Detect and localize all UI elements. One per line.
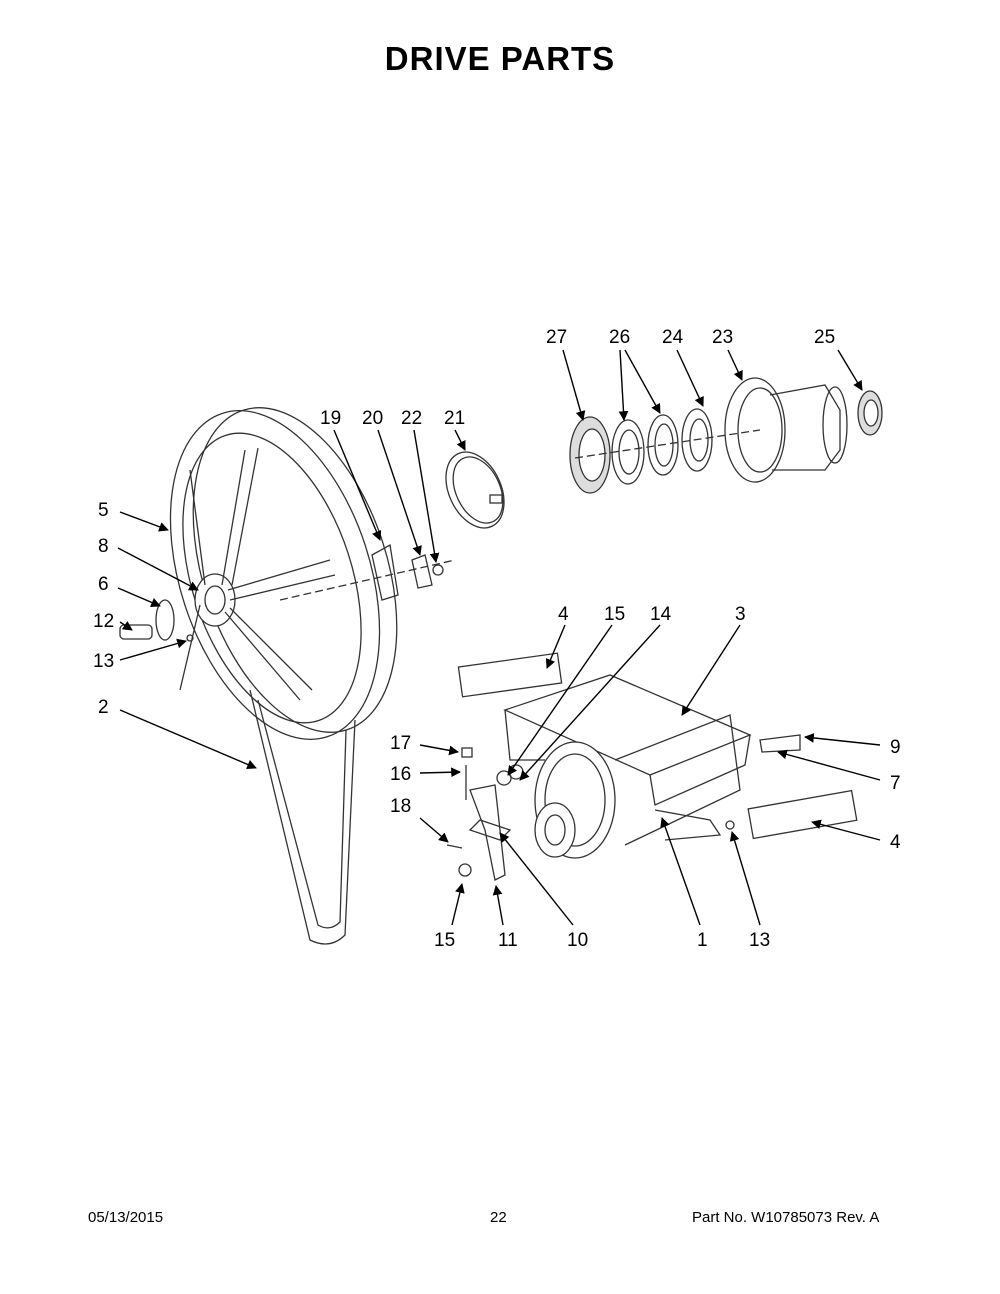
callout-18: 18: [390, 796, 411, 817]
callout-15-bottom: 15: [434, 930, 455, 951]
callout-14: 14: [650, 604, 672, 625]
callout-6: 6: [98, 574, 109, 595]
footer-page-number: 22: [490, 1209, 507, 1226]
drum-pulley: [169, 407, 398, 945]
hub-fasteners: [119, 599, 194, 642]
callout-13-right: 13: [749, 930, 770, 951]
callout-24: 24: [662, 327, 684, 348]
callout-4-top: 4: [558, 604, 569, 625]
callout-4-right: 4: [890, 832, 901, 853]
footer-date: 05/13/2015: [88, 1209, 164, 1226]
page-title: DRIVE PARTS: [384, 40, 616, 77]
mounting-bracket: [446, 747, 512, 881]
callout-7: 7: [890, 773, 901, 794]
callout-5: 5: [98, 500, 109, 521]
bearing-stack: [569, 377, 883, 494]
callout-19: 19: [320, 408, 341, 429]
leader-lines: [117, 349, 881, 926]
callout-10: 10: [567, 930, 588, 951]
motor-assembly: [457, 652, 858, 859]
callout-20: 20: [362, 408, 383, 429]
callout-11: 11: [498, 930, 518, 951]
callout-16: 16: [390, 764, 411, 785]
callout-22: 22: [401, 408, 422, 429]
callout-15-top: 15: [604, 604, 625, 625]
clamp-and-brackets: [279, 451, 505, 601]
callout-1: 1: [697, 930, 708, 951]
footer-part-number: Part No. W10785073 Rev. A: [692, 1209, 880, 1226]
callout-3: 3: [735, 604, 746, 625]
callout-23: 23: [712, 327, 733, 348]
callout-8: 8: [98, 536, 109, 557]
callout-2: 2: [98, 697, 109, 718]
callout-25: 25: [814, 327, 835, 348]
callout-21: 21: [444, 408, 465, 429]
callout-27: 27: [546, 327, 567, 348]
callout-13-left: 13: [93, 651, 114, 672]
callout-9: 9: [890, 737, 901, 758]
callout-17: 17: [390, 733, 411, 754]
callout-26: 26: [609, 327, 630, 348]
callout-12: 12: [93, 611, 114, 632]
callout-labels: 27 26 24 23 25 19 20 22 21 5 8 6 12 13 2…: [93, 327, 901, 951]
